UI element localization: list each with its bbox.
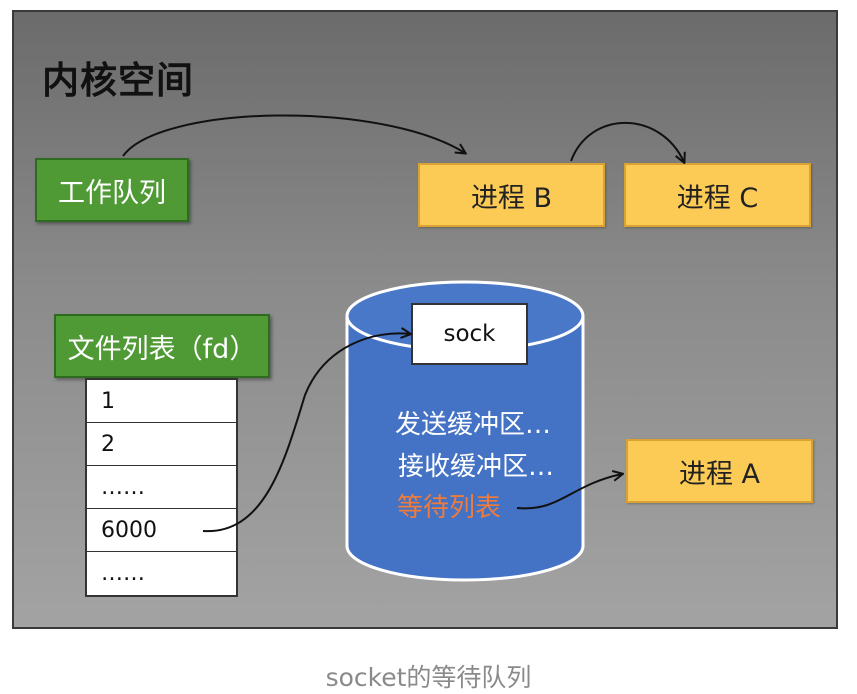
diagram-caption: socket的等待队列 xyxy=(325,663,532,692)
process-b-box: 进程 B xyxy=(418,163,605,227)
sock-box: sock xyxy=(411,303,528,365)
fd-6000-to-sock-arrow xyxy=(202,333,410,533)
send-buffer-label: 发送缓冲区… xyxy=(395,410,552,440)
recv-buffer-label: 接收缓冲区… xyxy=(398,452,555,482)
fd-table-title: 文件列表（fd） xyxy=(67,333,257,365)
process-a-box: 进程 A xyxy=(626,439,813,503)
process-b-label: 进程 B xyxy=(470,182,553,214)
process-c-box: 进程 C xyxy=(624,163,811,227)
wait-list-to-process-a-arrow xyxy=(516,474,622,510)
fd-row: 1 xyxy=(87,380,236,423)
process-b-to-process-c-arrow xyxy=(570,121,684,162)
kernel-space-title: 内核空间 xyxy=(42,59,194,102)
fd-row: …… xyxy=(101,561,145,586)
fd-row: …… xyxy=(87,466,236,509)
fd-table-title-box: 文件列表（fd） xyxy=(54,314,270,378)
fd-table: 1 2 …… 6000 …… xyxy=(85,378,238,597)
work-queue-label: 工作队列 xyxy=(58,177,166,209)
fd-row: 2 xyxy=(87,423,236,466)
wait-list-label: 等待列表 xyxy=(397,493,502,523)
work-queue-box: 工作队列 xyxy=(35,158,189,222)
work-queue-to-process-b-arrow xyxy=(122,114,465,157)
sock-label: sock xyxy=(443,321,496,347)
process-c-label: 进程 C xyxy=(676,182,759,214)
process-a-label: 进程 A xyxy=(678,458,761,490)
fd-row: 6000 xyxy=(87,509,236,552)
